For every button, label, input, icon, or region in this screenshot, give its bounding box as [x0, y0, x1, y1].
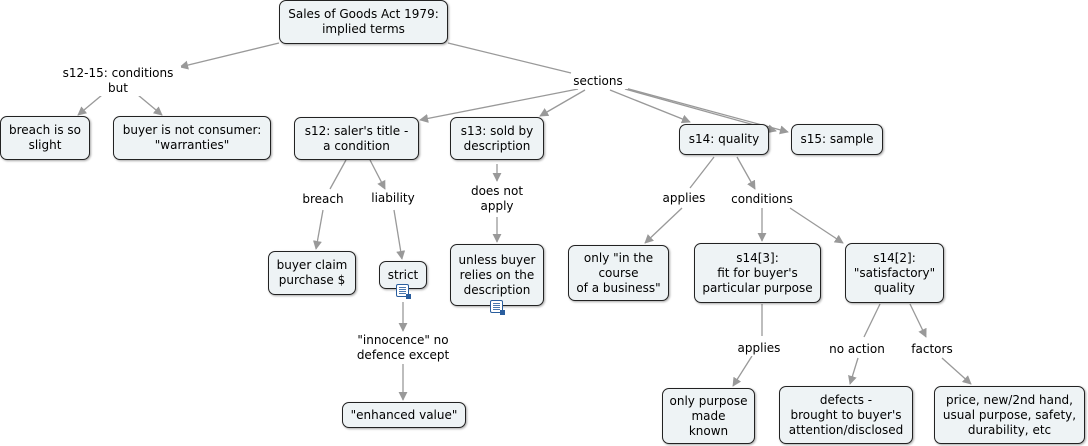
concept-node-s12[interactable]: s12: saler's title - a condition [294, 117, 419, 160]
edge [848, 357, 859, 385]
concept-node-unless-buyer[interactable]: unless buyer relies on the description [450, 244, 544, 306]
concept-node-course-of-business[interactable]: only "in the course of a business" [568, 245, 669, 301]
link-label-factors: factors [906, 342, 958, 357]
concept-node-strict[interactable]: strict [379, 261, 427, 289]
edge [447, 42, 572, 74]
document-icon[interactable] [396, 284, 411, 299]
edge [941, 357, 972, 385]
link-label-conditions: conditions [726, 192, 798, 207]
concept-node-enhanced-value[interactable]: "enhanced value" [342, 402, 466, 428]
link-label-does-not-apply: does not apply [466, 184, 528, 214]
link-label-breach: breach [298, 192, 348, 207]
link-label-applies-2: applies [733, 341, 785, 356]
concept-node-defects[interactable]: defects - brought to buyer's attention/d… [779, 386, 913, 444]
concept-node-purpose-known[interactable]: only purpose made known [662, 388, 755, 444]
edge [689, 156, 715, 189]
concept-node-s14[interactable]: s14: quality [679, 124, 769, 155]
edge [863, 303, 881, 338]
concept-node-buyer-claim[interactable]: buyer claim purchase $ [268, 251, 356, 295]
edge [789, 207, 844, 244]
link-label-liability: liability [366, 191, 420, 206]
concept-node-s14-2[interactable]: s14[2]: "satisfactory" quality [845, 243, 944, 303]
edge [179, 42, 280, 70]
concept-node-warranties[interactable]: buyer is not consumer: "warranties" [113, 116, 271, 160]
edge [329, 159, 347, 190]
concept-node-s14-3[interactable]: s14[3]: fit for buyer's particular purpo… [694, 243, 821, 303]
link-label-s12-15: s12-15: conditions but [55, 66, 181, 96]
edge [313, 209, 324, 250]
edge [736, 156, 756, 190]
concept-node-root[interactable]: Sales of Goods Act 1979: implied terms [279, 0, 448, 44]
concept-node-s15[interactable]: s15: sample [791, 124, 883, 155]
concept-node-breach-slight[interactable]: breach is so slight [0, 116, 90, 160]
edge [393, 209, 406, 260]
edge [732, 355, 753, 387]
link-label-innocence: "innocence" no defence except [350, 333, 456, 363]
link-label-no-action: no action [825, 342, 889, 357]
edge [419, 88, 579, 123]
edge [909, 303, 927, 338]
edge [77, 94, 103, 116]
document-icon[interactable] [490, 300, 505, 315]
edge [137, 94, 163, 116]
concept-node-factors-list[interactable]: price, new/2nd hand, usual purpose, safe… [934, 386, 1085, 444]
edge [644, 207, 683, 244]
link-label-sections: sections [568, 74, 628, 89]
edge [609, 89, 691, 124]
edge [539, 89, 586, 117]
edge [369, 159, 386, 190]
concept-node-s13[interactable]: s13: sold by description [450, 117, 544, 160]
link-label-applies: applies [658, 191, 710, 206]
